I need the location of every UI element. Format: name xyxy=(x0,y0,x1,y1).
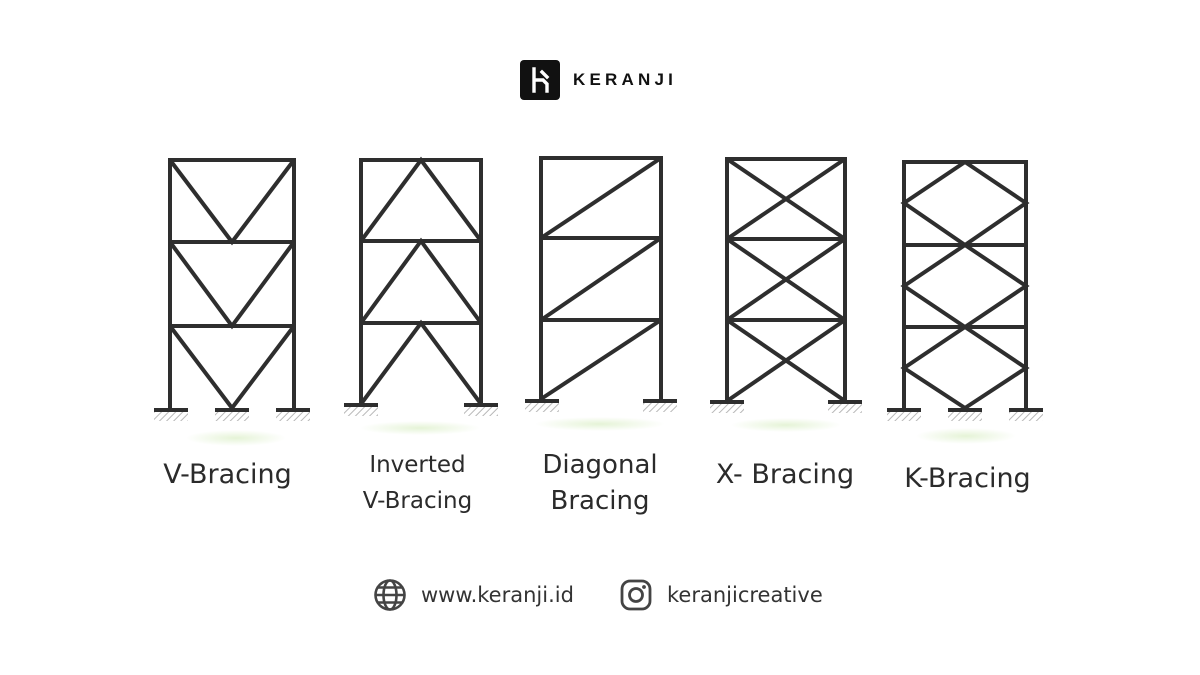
brand-header: KERANJI xyxy=(520,60,677,100)
instagram-icon xyxy=(619,578,653,612)
frame-k-bracing xyxy=(887,160,1043,444)
label-x-bracing: X- Bracing xyxy=(700,458,870,492)
website-text[interactable]: www.keranji.id xyxy=(421,583,574,607)
label-inverted-v-bracing: Inverted V-Bracing xyxy=(340,448,495,519)
frame-inverted-v-bracing xyxy=(344,156,498,435)
brand-name: KERANJI xyxy=(573,70,678,89)
frame-x-bracing xyxy=(710,157,862,432)
label-diagonal-bracing-line-1: Diagonal xyxy=(542,450,658,480)
keranji-logo-glyph xyxy=(532,67,550,93)
footer-instagram[interactable]: keranjicreative xyxy=(619,578,823,612)
label-diagonal-bracing-line-2: Bracing xyxy=(550,486,650,517)
label-diagonal-bracing: Diagonal Bracing xyxy=(520,447,680,520)
instagram-handle[interactable]: keranjicreative xyxy=(667,583,823,607)
frame-diagonal-bracing xyxy=(525,156,677,431)
label-k-bracing: K-Bracing xyxy=(890,462,1045,496)
frame-v-bracing xyxy=(154,158,310,446)
label-inverted-v-bracing-line-1: Inverted xyxy=(369,452,466,478)
globe-icon xyxy=(373,578,407,612)
label-v-bracing-line: V-Bracing xyxy=(163,459,292,490)
label-v-bracing: V-Bracing xyxy=(145,458,310,492)
label-k-bracing-line: K-Bracing xyxy=(904,463,1031,494)
footer-website[interactable]: www.keranji.id xyxy=(373,578,574,612)
label-inverted-v-bracing-line-2: V-Bracing xyxy=(362,487,473,514)
keranji-logo-icon xyxy=(520,60,560,100)
label-x-bracing-line: X- Bracing xyxy=(715,459,855,490)
